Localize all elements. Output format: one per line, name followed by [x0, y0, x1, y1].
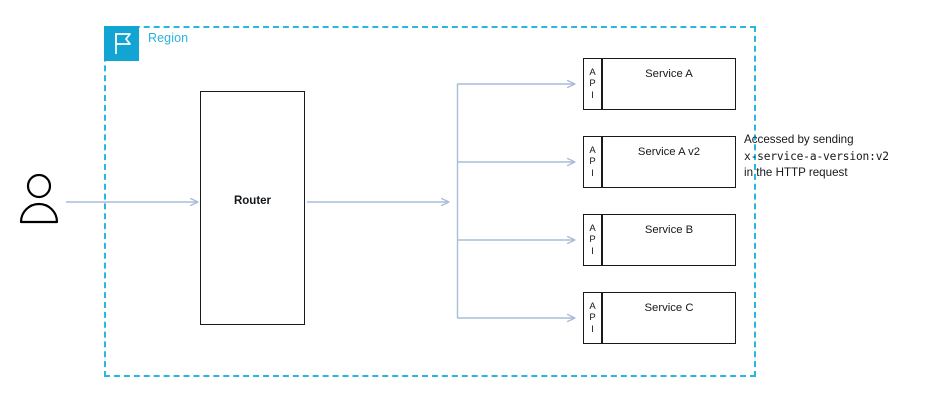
service-box-c: A P I Service C	[583, 292, 736, 344]
api-letter-p: P	[589, 78, 596, 90]
api-letter-p: P	[589, 234, 596, 246]
api-letter-i: I	[591, 245, 594, 257]
flag-icon	[104, 26, 139, 61]
service-name: Service A v2	[637, 146, 701, 158]
service-box-a: A P I Service A	[583, 58, 736, 110]
api-letter-a: A	[589, 145, 596, 157]
service-name: Service A	[645, 68, 693, 80]
api-letter-a: A	[589, 67, 596, 79]
api-letter-a: A	[589, 301, 596, 313]
annotation-header-name: x-service-a-version:v2	[744, 149, 889, 163]
api-letter-p: P	[589, 156, 596, 168]
api-strip: A P I	[584, 59, 603, 109]
annotation-text: Accessed by sending x-service-a-version:…	[744, 132, 889, 182]
api-letter-a: A	[589, 223, 596, 235]
router-label: Router	[233, 195, 272, 207]
router-box	[200, 91, 305, 325]
api-strip: A P I	[584, 215, 603, 265]
service-box-b: A P I Service B	[583, 214, 736, 266]
annotation-line-1: Accessed by sending	[744, 133, 854, 146]
annotation-line-3: in the HTTP request	[744, 166, 848, 180]
api-letter-i: I	[591, 167, 594, 179]
region-label: Region	[148, 31, 189, 45]
service-name: Service C	[644, 302, 694, 314]
api-strip: A P I	[584, 293, 603, 343]
api-strip: A P I	[584, 137, 603, 187]
service-name: Service B	[644, 224, 694, 236]
api-letter-i: I	[591, 89, 594, 101]
api-letter-p: P	[589, 312, 596, 324]
api-letter-i: I	[591, 323, 594, 335]
user-icon	[12, 172, 66, 230]
service-box-a-v2: A P I Service A v2	[583, 136, 736, 188]
